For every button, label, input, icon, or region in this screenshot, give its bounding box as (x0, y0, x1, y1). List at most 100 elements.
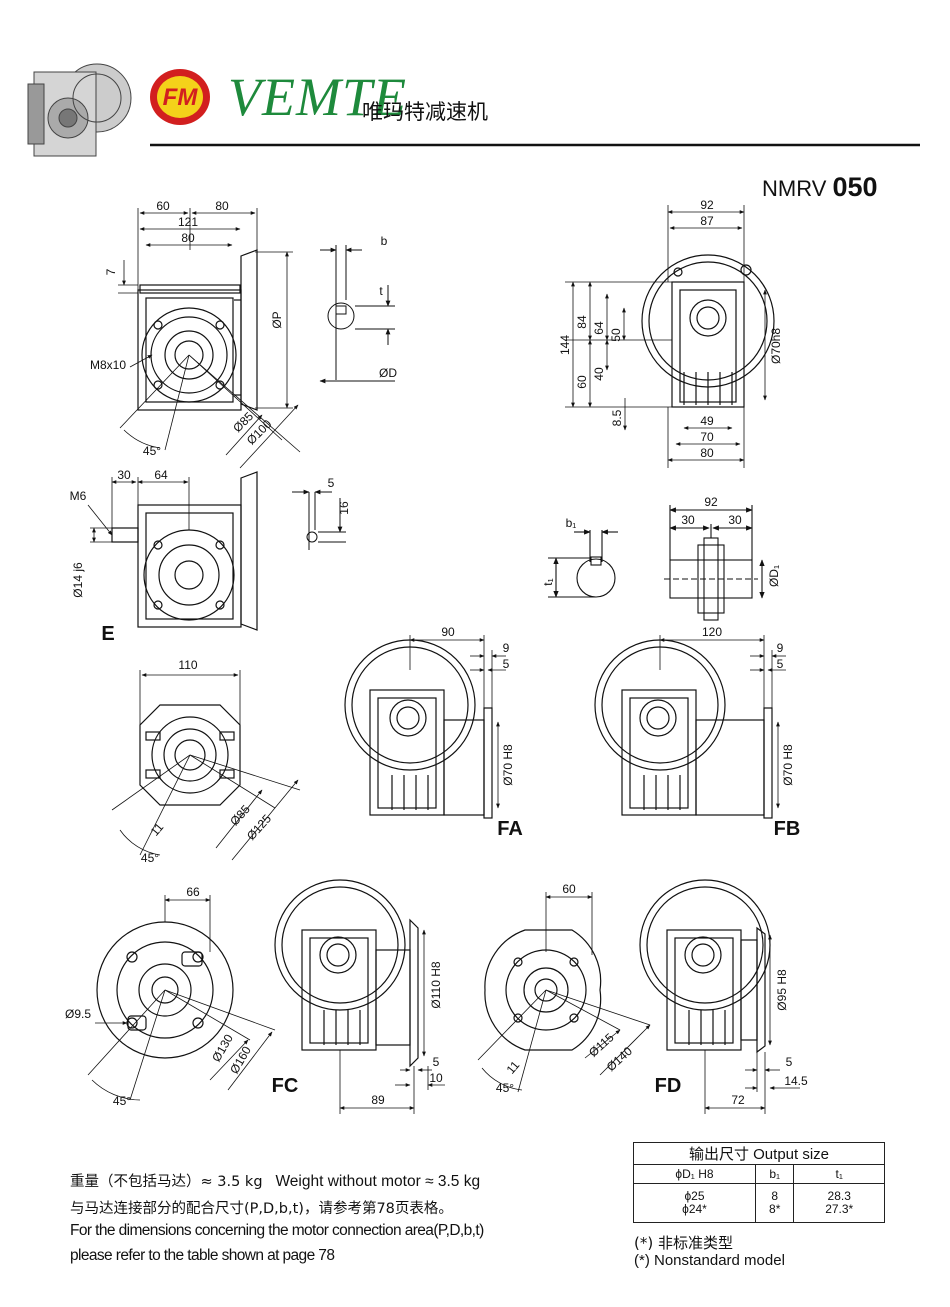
angle-45-fd: 45° (496, 1081, 514, 1095)
dim-14-5: 14.5 (784, 1074, 808, 1088)
dim-d70h8-fa: Ø70 H8 (501, 744, 515, 786)
view-label-e: E (101, 623, 114, 645)
dim-d95h8: Ø95 H8 (775, 969, 789, 1011)
dim-11: 11 (148, 820, 167, 839)
weight-note: 重量（不包括马达）≈ 3.5 kg Weight without motor ≈… (70, 1170, 480, 1191)
shaft-key-labels: b t ØD (379, 234, 397, 380)
thread-m8x10: M8x10 (90, 358, 126, 372)
dim-5-fd: 5 (786, 1055, 793, 1069)
dim-144: 144 (558, 335, 572, 355)
fd-flange-front (484, 929, 602, 1051)
dim-t1: t₁ (541, 578, 555, 585)
dim-110: 110 (178, 658, 197, 672)
dim-40: 40 (592, 367, 606, 381)
dim-5: 5 (328, 476, 335, 490)
dim-labels-fc-side: Ø110 H8 5 10 89 FC (272, 961, 443, 1107)
footnote-en: (*) Nonstandard model (634, 1252, 785, 1269)
dim-30-right: 30 (728, 513, 742, 527)
dim-66: 66 (186, 885, 200, 899)
dim-121: 121 (178, 215, 198, 229)
dim-lines-fc-front (87, 895, 276, 1101)
dim-70: 70 (700, 430, 714, 444)
header-gearbox-image (27, 63, 132, 157)
small-key-detail (292, 489, 346, 550)
fc-flange-front (96, 921, 234, 1059)
dim-lines-top-left (118, 208, 301, 469)
dim-30-left: 30 (681, 513, 695, 527)
col-header-t1: t₁ (793, 1164, 885, 1184)
brand-name: VEMTE (228, 67, 407, 127)
weight-note-en: Weight without motor ≈ 3.5 kg (275, 1173, 481, 1190)
dim-87: 87 (700, 214, 714, 228)
brand-logo: FM (150, 69, 210, 125)
cell-t1-nonstandard: 27.3* (825, 1202, 854, 1216)
cell-t1-standard: 28.3 (827, 1189, 851, 1203)
fb-view-drawing (594, 639, 773, 819)
dim-72: 72 (731, 1093, 745, 1107)
dim-d110h8: Ø110 H8 (429, 961, 443, 1008)
cell-d1-standard: ϕ25 (684, 1189, 705, 1203)
cell-t1: 28.3 27.3* (793, 1183, 885, 1223)
dim-60-right: 60 (575, 375, 589, 389)
dim-89: 89 (371, 1093, 385, 1107)
dim-lines-fa (409, 635, 506, 809)
dim-lines-fb (659, 635, 786, 809)
dim-8-5: 8.5 (610, 409, 624, 426)
view-e-drawing (111, 471, 258, 631)
dim-50: 50 (609, 328, 623, 342)
main-view-top-left (137, 249, 258, 411)
cell-d1-nonstandard: ϕ24* (682, 1202, 707, 1216)
angle-45-flange: 45° (141, 851, 159, 865)
dim-49: 49 (700, 414, 714, 428)
dim-d9-5: Ø9.5 (65, 1007, 91, 1021)
dim-92-shaft: 92 (704, 495, 718, 509)
dim-labels-fa: 90 9 5 Ø70 H8 FA (441, 625, 522, 840)
dim-7: 7 (104, 268, 118, 275)
model-title: NMRV 050 (762, 172, 878, 203)
view-label-fc: FC (272, 1075, 299, 1097)
dim-d160: Ø160 (227, 1044, 254, 1077)
dim-d14j6: Ø14 j6 (71, 562, 85, 598)
dim-30: 30 (117, 468, 131, 482)
dim-labels-top-left: 60 80 121 80 7 ØP M8x10 45° Ø85 Ø100 (90, 199, 284, 458)
col-header-d1: ϕD₁ H8 (633, 1164, 756, 1184)
output-size-table: 输出尺寸 Output size ϕD₁ H8 b₁ t₁ ϕ25 ϕ24* 8… (633, 1142, 885, 1223)
dim-lines-fc-side (339, 929, 445, 1114)
dim-labels-flange-110: 110 11 45° Ø85 Ø125 (141, 658, 274, 865)
dim-9-fb: 9 (777, 641, 784, 655)
dim-11-fd: 11 (504, 1058, 523, 1077)
dim-d1: ØD₁ (767, 565, 781, 587)
dim-t: t (379, 284, 383, 298)
dim-64-e: 64 (154, 468, 168, 482)
output-shaft-detail (548, 505, 765, 621)
dim-16: 16 (337, 501, 351, 515)
cell-b1-nonstandard: 8* (769, 1202, 781, 1216)
dim-d70h8-fb: Ø70 H8 (781, 744, 795, 786)
output-shaft-labels: b₁ t₁ 92 30 30 ØD₁ (541, 495, 781, 587)
view-label-fd: FD (655, 1075, 682, 1097)
dim-labels-top-right: 92 87 144 84 64 50 60 40 8.5 Ø70h8 49 70… (558, 198, 783, 460)
view-label-fa: FA (497, 818, 523, 840)
dim-80: 80 (215, 199, 229, 213)
thread-m6: M6 (70, 489, 87, 503)
dim-labels-fd-side: Ø95 H8 5 14.5 72 FD (655, 969, 808, 1107)
reference-note-cn: 与马达连接部分的配合尺寸(P,D,b,t)，请参考第78页表格。 (70, 1201, 453, 1217)
dim-64: 64 (592, 321, 606, 335)
cell-b1-standard: 8 (771, 1189, 779, 1203)
small-key-labels: 5 16 (328, 476, 351, 515)
dim-92: 92 (700, 198, 714, 212)
dim-lines-fd-front (477, 892, 651, 1093)
dim-d: ØD (379, 366, 397, 380)
weight-note-cn: 重量（不包括马达）≈ 3.5 kg (70, 1174, 263, 1190)
dim-labels-fd-front: 60 11 45° Ø115 Ø140 (496, 882, 635, 1095)
dim-84: 84 (575, 315, 589, 329)
side-view-top-right (641, 254, 775, 408)
dim-lines-top-right (565, 205, 767, 468)
dim-d140: Ø140 (604, 1044, 635, 1074)
dim-10: 10 (429, 1071, 443, 1085)
dim-labels-view-e: 30 64 M6 Ø14 j6 E (70, 468, 168, 645)
angle-45-top: 45° (143, 444, 161, 458)
dim-9-fa: 9 (503, 641, 510, 655)
dim-b1: b₁ (566, 516, 577, 530)
